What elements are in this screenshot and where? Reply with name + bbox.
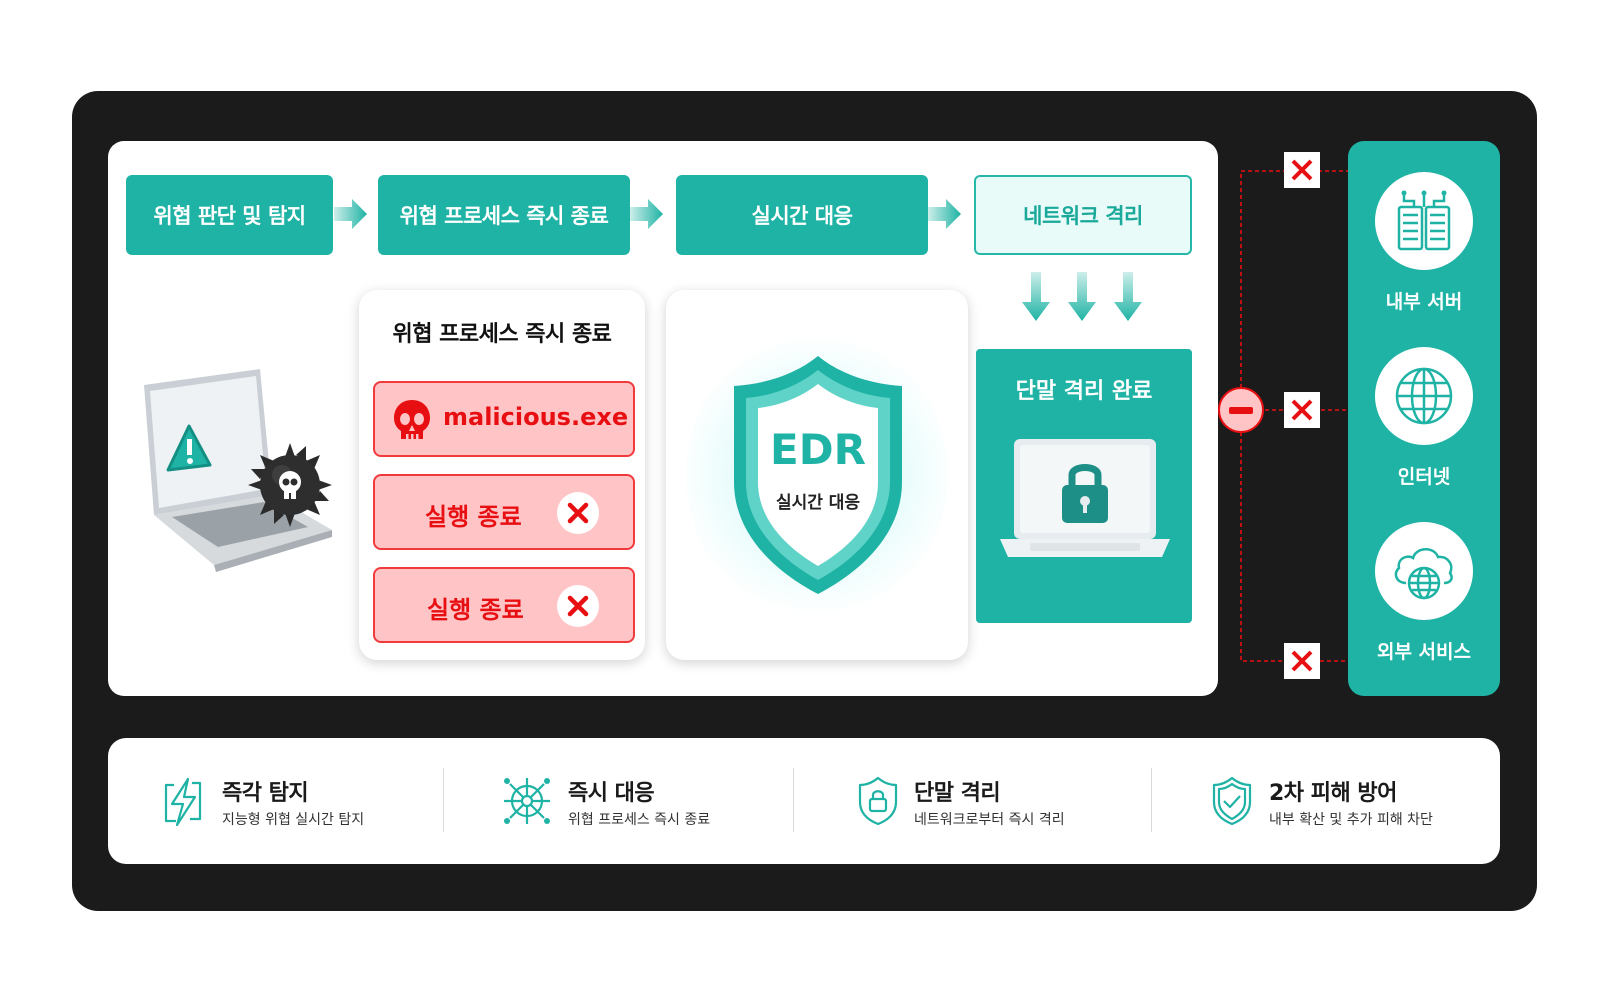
blocked-x-icon	[1284, 392, 1320, 428]
arrow-right-icon	[334, 199, 367, 229]
blocked-x-icon	[1284, 643, 1320, 679]
malicious-filename: malicious.exe	[443, 403, 629, 431]
isolation-title: 단말 격리 완료	[1015, 379, 1153, 404]
feature-desc: 네트워크로부터 즉시 격리	[914, 812, 1065, 828]
arrow-down-icon	[1068, 272, 1096, 321]
resource-label-external: 외부 서비스	[1376, 641, 1471, 663]
target-icon	[504, 778, 550, 824]
block-icon	[1218, 387, 1264, 433]
shield-icon	[734, 356, 902, 594]
kill-row-2: 실행 종료	[373, 567, 635, 643]
skull-icon	[394, 400, 430, 439]
feature-title: 단말 격리	[914, 781, 1001, 806]
globe-icon	[1375, 347, 1473, 445]
server-icon	[1375, 172, 1473, 270]
divider	[1151, 768, 1152, 832]
divider	[793, 768, 794, 832]
kill-row-1: 실행 종료	[373, 474, 635, 550]
feature-desc: 지능형 위협 실시간 탐지	[222, 812, 365, 828]
cloud-icon	[1375, 522, 1473, 620]
features-bar	[108, 738, 1500, 864]
process-card-title: 위협 프로세스 즉시 종료	[392, 322, 612, 347]
arrow-right-icon	[928, 199, 961, 229]
lightning-icon	[164, 777, 202, 827]
locked-laptop-icon	[1000, 439, 1170, 557]
step-detect: 위협 판단 및 탐지	[126, 175, 333, 255]
feature-title: 즉시 대응	[568, 781, 655, 806]
step-response: 실시간 대응	[676, 175, 928, 255]
feature-title: 즉각 탐지	[222, 781, 309, 806]
feature-title: 2차 피해 방어	[1269, 781, 1397, 806]
step-isolation: 네트워크 격리	[974, 175, 1192, 255]
step-terminate: 위협 프로세스 즉시 종료	[378, 175, 630, 255]
lock-shield-icon	[858, 776, 898, 826]
divider	[443, 768, 444, 832]
arrow-down-icon	[1022, 272, 1050, 321]
resource-label-internet: 인터넷	[1397, 466, 1451, 488]
check-shield-icon	[1212, 776, 1252, 826]
infected-laptop-icon	[144, 369, 332, 572]
kill-label: 실행 종료	[425, 503, 522, 531]
arrow-right-icon	[630, 199, 663, 229]
edr-title: EDR	[770, 425, 866, 474]
close-icon	[557, 492, 599, 534]
blocked-x-icon	[1284, 152, 1320, 188]
malicious-file-row: malicious.exe	[373, 381, 635, 457]
feature-desc: 내부 확산 및 추가 피해 차단	[1269, 812, 1433, 828]
edr-subtitle: 실시간 대응	[775, 493, 861, 513]
kill-label: 실행 종료	[427, 596, 524, 624]
feature-desc: 위협 프로세스 즉시 종료	[568, 812, 711, 828]
resource-label-server: 내부 서버	[1385, 291, 1463, 313]
close-icon	[557, 585, 599, 627]
arrow-down-icon	[1114, 272, 1142, 321]
